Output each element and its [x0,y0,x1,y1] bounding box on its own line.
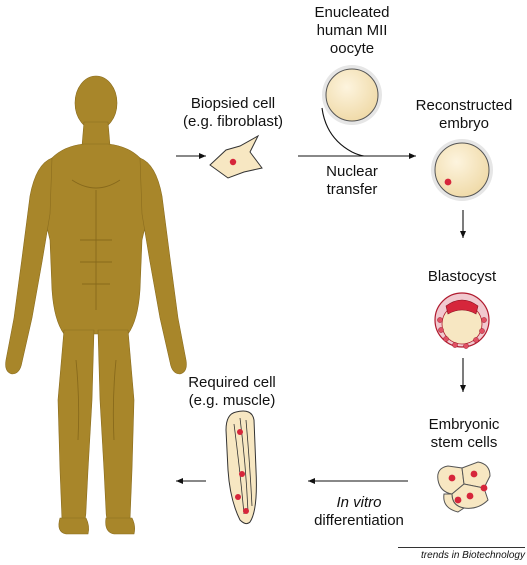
fibroblast-cell-image [209,134,263,179]
muscle-cell-image [225,410,257,525]
label-biopsied-cell-line1: Biopsied cell [190,95,276,112]
label-reconstructed-embryo-line1: Reconstructed [415,97,513,114]
body-muscle-lines [71,179,121,441]
label-differentiation: differentiation [314,512,404,529]
embryonic-stem-cells-image [437,461,491,513]
label-reconstructed-embryo-line2: embryo [438,115,490,132]
label-biopsied-cell-line2: (e.g. fibroblast) [182,113,284,130]
label-in-vitro: In vitro [336,494,382,511]
label-nuclear-transfer-line2: transfer [326,181,378,198]
label-blastocyst-text: Blastocyst [427,268,497,285]
label-blastocyst: Blastocyst [412,268,512,286]
label-enucleated-oocyte-line1: Enucleated [314,4,390,21]
label-embryonic-stem-cells-line1: Embryonic [428,416,500,433]
blastocyst-image [434,292,490,349]
journal-credit: trends in Biotechnology [421,550,525,561]
label-required-cell: Required cell (e.g. muscle) [172,374,292,410]
human-body-silhouette [5,75,187,535]
credit-rule [398,547,525,548]
label-nuclear-transfer: Nuclear transfer [312,163,392,199]
label-reconstructed-embryo: Reconstructed embryo [404,97,524,133]
label-in-vitro-differentiation: In vitro differentiation [304,494,414,530]
label-enucleated-oocyte: Enucleated human MII oocyte [292,4,412,58]
label-required-cell-line2: (e.g. muscle) [188,392,276,409]
label-embryonic-stem-cells: Embryonic stem cells [412,416,516,452]
oocyte-join-curve [321,107,365,157]
label-biopsied-cell: Biopsied cell (e.g. fibroblast) [168,95,298,131]
label-required-cell-line1: Required cell [188,374,276,391]
enucleated-oocyte-image [322,65,382,125]
reconstructed-embryo-image [431,139,493,201]
label-enucleated-oocyte-line2: human MII [316,22,388,39]
label-enucleated-oocyte-line3: oocyte [329,40,375,57]
label-nuclear-transfer-line1: Nuclear [326,163,378,180]
label-embryonic-stem-cells-line2: stem cells [430,434,498,451]
